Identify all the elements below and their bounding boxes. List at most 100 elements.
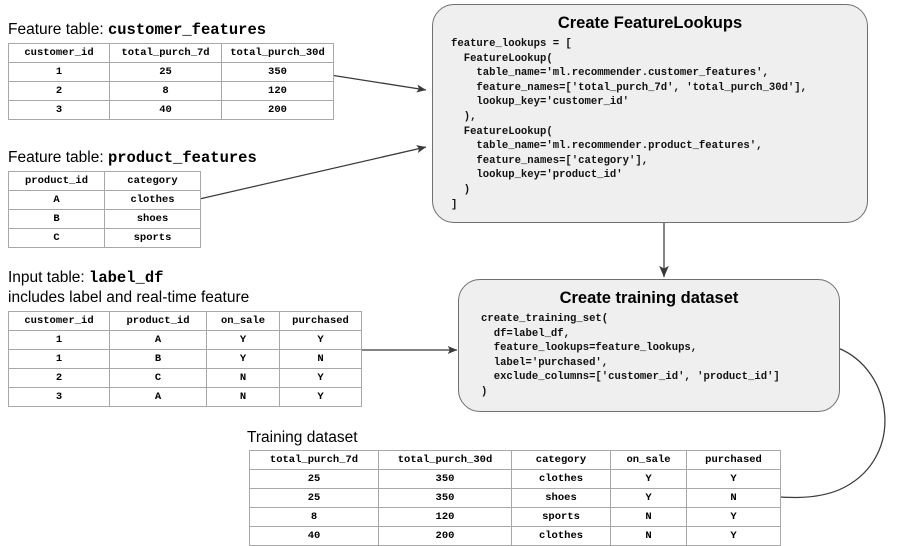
customer-features-table: customer_id total_purch_7d total_purch_3… [8, 43, 334, 120]
cell: 350 [378, 488, 512, 508]
table-header-row: customer_id total_purch_7d total_purch_3… [8, 43, 334, 63]
column-header: on_sale [206, 311, 280, 331]
cell: 120 [221, 81, 334, 101]
cell: 3 [8, 387, 110, 407]
table-header-row: total_purch_7d total_purch_30d category … [249, 450, 781, 470]
cell: Y [206, 349, 280, 369]
column-header: purchased [686, 450, 781, 470]
cell: 8 [109, 81, 222, 101]
cell: Y [279, 368, 362, 388]
cell: N [610, 507, 687, 527]
cell: 350 [221, 62, 334, 82]
table-row: 8 120 sports N Y [249, 507, 781, 527]
cell: 200 [221, 100, 334, 120]
cell: Y [686, 507, 781, 527]
create-feature-lookups-code: feature_lookups = [ FeatureLookup( table… [451, 38, 808, 211]
create-training-dataset-box: Create training dataset create_training_… [458, 279, 840, 412]
cell: Y [610, 469, 687, 489]
table-row: 2 8 120 [8, 81, 334, 101]
cell: 3 [8, 100, 110, 120]
column-header: category [104, 171, 201, 191]
table-row: B shoes [8, 209, 201, 229]
cell: 25 [249, 488, 379, 508]
cell: 200 [378, 526, 512, 546]
cell: 25 [249, 469, 379, 489]
column-header: category [511, 450, 611, 470]
column-header: total_purch_30d [378, 450, 512, 470]
customer-features-caption: Feature table: customer_features [8, 20, 266, 40]
cell: 1 [8, 62, 110, 82]
column-header: total_purch_7d [249, 450, 379, 470]
cell: 120 [378, 507, 512, 527]
cell: 1 [8, 330, 110, 350]
cell: shoes [104, 209, 201, 229]
cell: N [206, 368, 280, 388]
create-feature-lookups-title: Create FeatureLookups [557, 14, 743, 32]
product-features-table: product_id category A clothes B shoes C … [8, 171, 201, 248]
table-header-row: product_id category [8, 171, 201, 191]
cell: Y [686, 469, 781, 489]
cell: C [8, 228, 105, 248]
table-header-row: customer_id product_id on_sale purchased [8, 311, 362, 331]
table-row: C sports [8, 228, 201, 248]
cell: B [8, 209, 105, 229]
cell: sports [104, 228, 201, 248]
cell: sports [511, 507, 611, 527]
cell: A [109, 330, 207, 350]
table-row: A clothes [8, 190, 201, 210]
table-row: 25 350 clothes Y Y [249, 469, 781, 489]
cell: 8 [249, 507, 379, 527]
cell: Y [686, 526, 781, 546]
cell: 2 [8, 81, 110, 101]
cell: Y [206, 330, 280, 350]
cell: clothes [511, 469, 611, 489]
create-training-dataset-title: Create training dataset [559, 289, 739, 307]
table-row: 1 25 350 [8, 62, 334, 82]
cell: Y [610, 488, 687, 508]
label-df-caption-prefix: Input table: [8, 269, 90, 286]
customer-features-table-name: customer_features [107, 21, 267, 39]
cell: shoes [511, 488, 611, 508]
column-header: on_sale [610, 450, 687, 470]
table-row: 25 350 shoes Y N [249, 488, 781, 508]
cell: 350 [378, 469, 512, 489]
cell: N [206, 387, 280, 407]
table-row: 3 A N Y [8, 387, 362, 407]
column-header: purchased [279, 311, 362, 331]
cell: 2 [8, 368, 110, 388]
cell: B [109, 349, 207, 369]
product-features-caption: Feature table: product_features [8, 148, 257, 168]
label-df-caption-line1: Input table: label_df [8, 268, 163, 288]
label-df-table-name: label_df [89, 269, 164, 287]
create-feature-lookups-box: Create FeatureLookups feature_lookups = … [432, 4, 868, 223]
product-features-caption-prefix: Feature table: [8, 149, 108, 166]
cell: C [109, 368, 207, 388]
column-header: customer_id [8, 311, 110, 331]
cell: 40 [109, 100, 222, 120]
table-row: 3 40 200 [8, 100, 334, 120]
label-df-table: customer_id product_id on_sale purchased… [8, 311, 362, 407]
cell: A [8, 190, 105, 210]
cell: Y [279, 387, 362, 407]
customer-features-caption-prefix: Feature table: [8, 21, 108, 38]
create-training-dataset-code: create_training_set( df=label_df, featur… [481, 313, 780, 398]
table-row: 2 C N Y [8, 368, 362, 388]
column-header: total_purch_7d [109, 43, 222, 63]
column-header: product_id [8, 171, 105, 191]
table-row: 1 B Y N [8, 349, 362, 369]
cell: N [686, 488, 781, 508]
cell: Y [279, 330, 362, 350]
cell: 25 [109, 62, 222, 82]
cell: A [109, 387, 207, 407]
cell: N [610, 526, 687, 546]
cell: 40 [249, 526, 379, 546]
column-header: total_purch_30d [221, 43, 334, 63]
training-dataset-caption: Training dataset [247, 429, 358, 446]
cell: N [279, 349, 362, 369]
cell: 1 [8, 349, 110, 369]
label-df-caption-line2: includes label and real-time feature [8, 289, 250, 306]
training-dataset-table: total_purch_7d total_purch_30d category … [249, 450, 781, 546]
cell: clothes [104, 190, 201, 210]
column-header: product_id [109, 311, 207, 331]
